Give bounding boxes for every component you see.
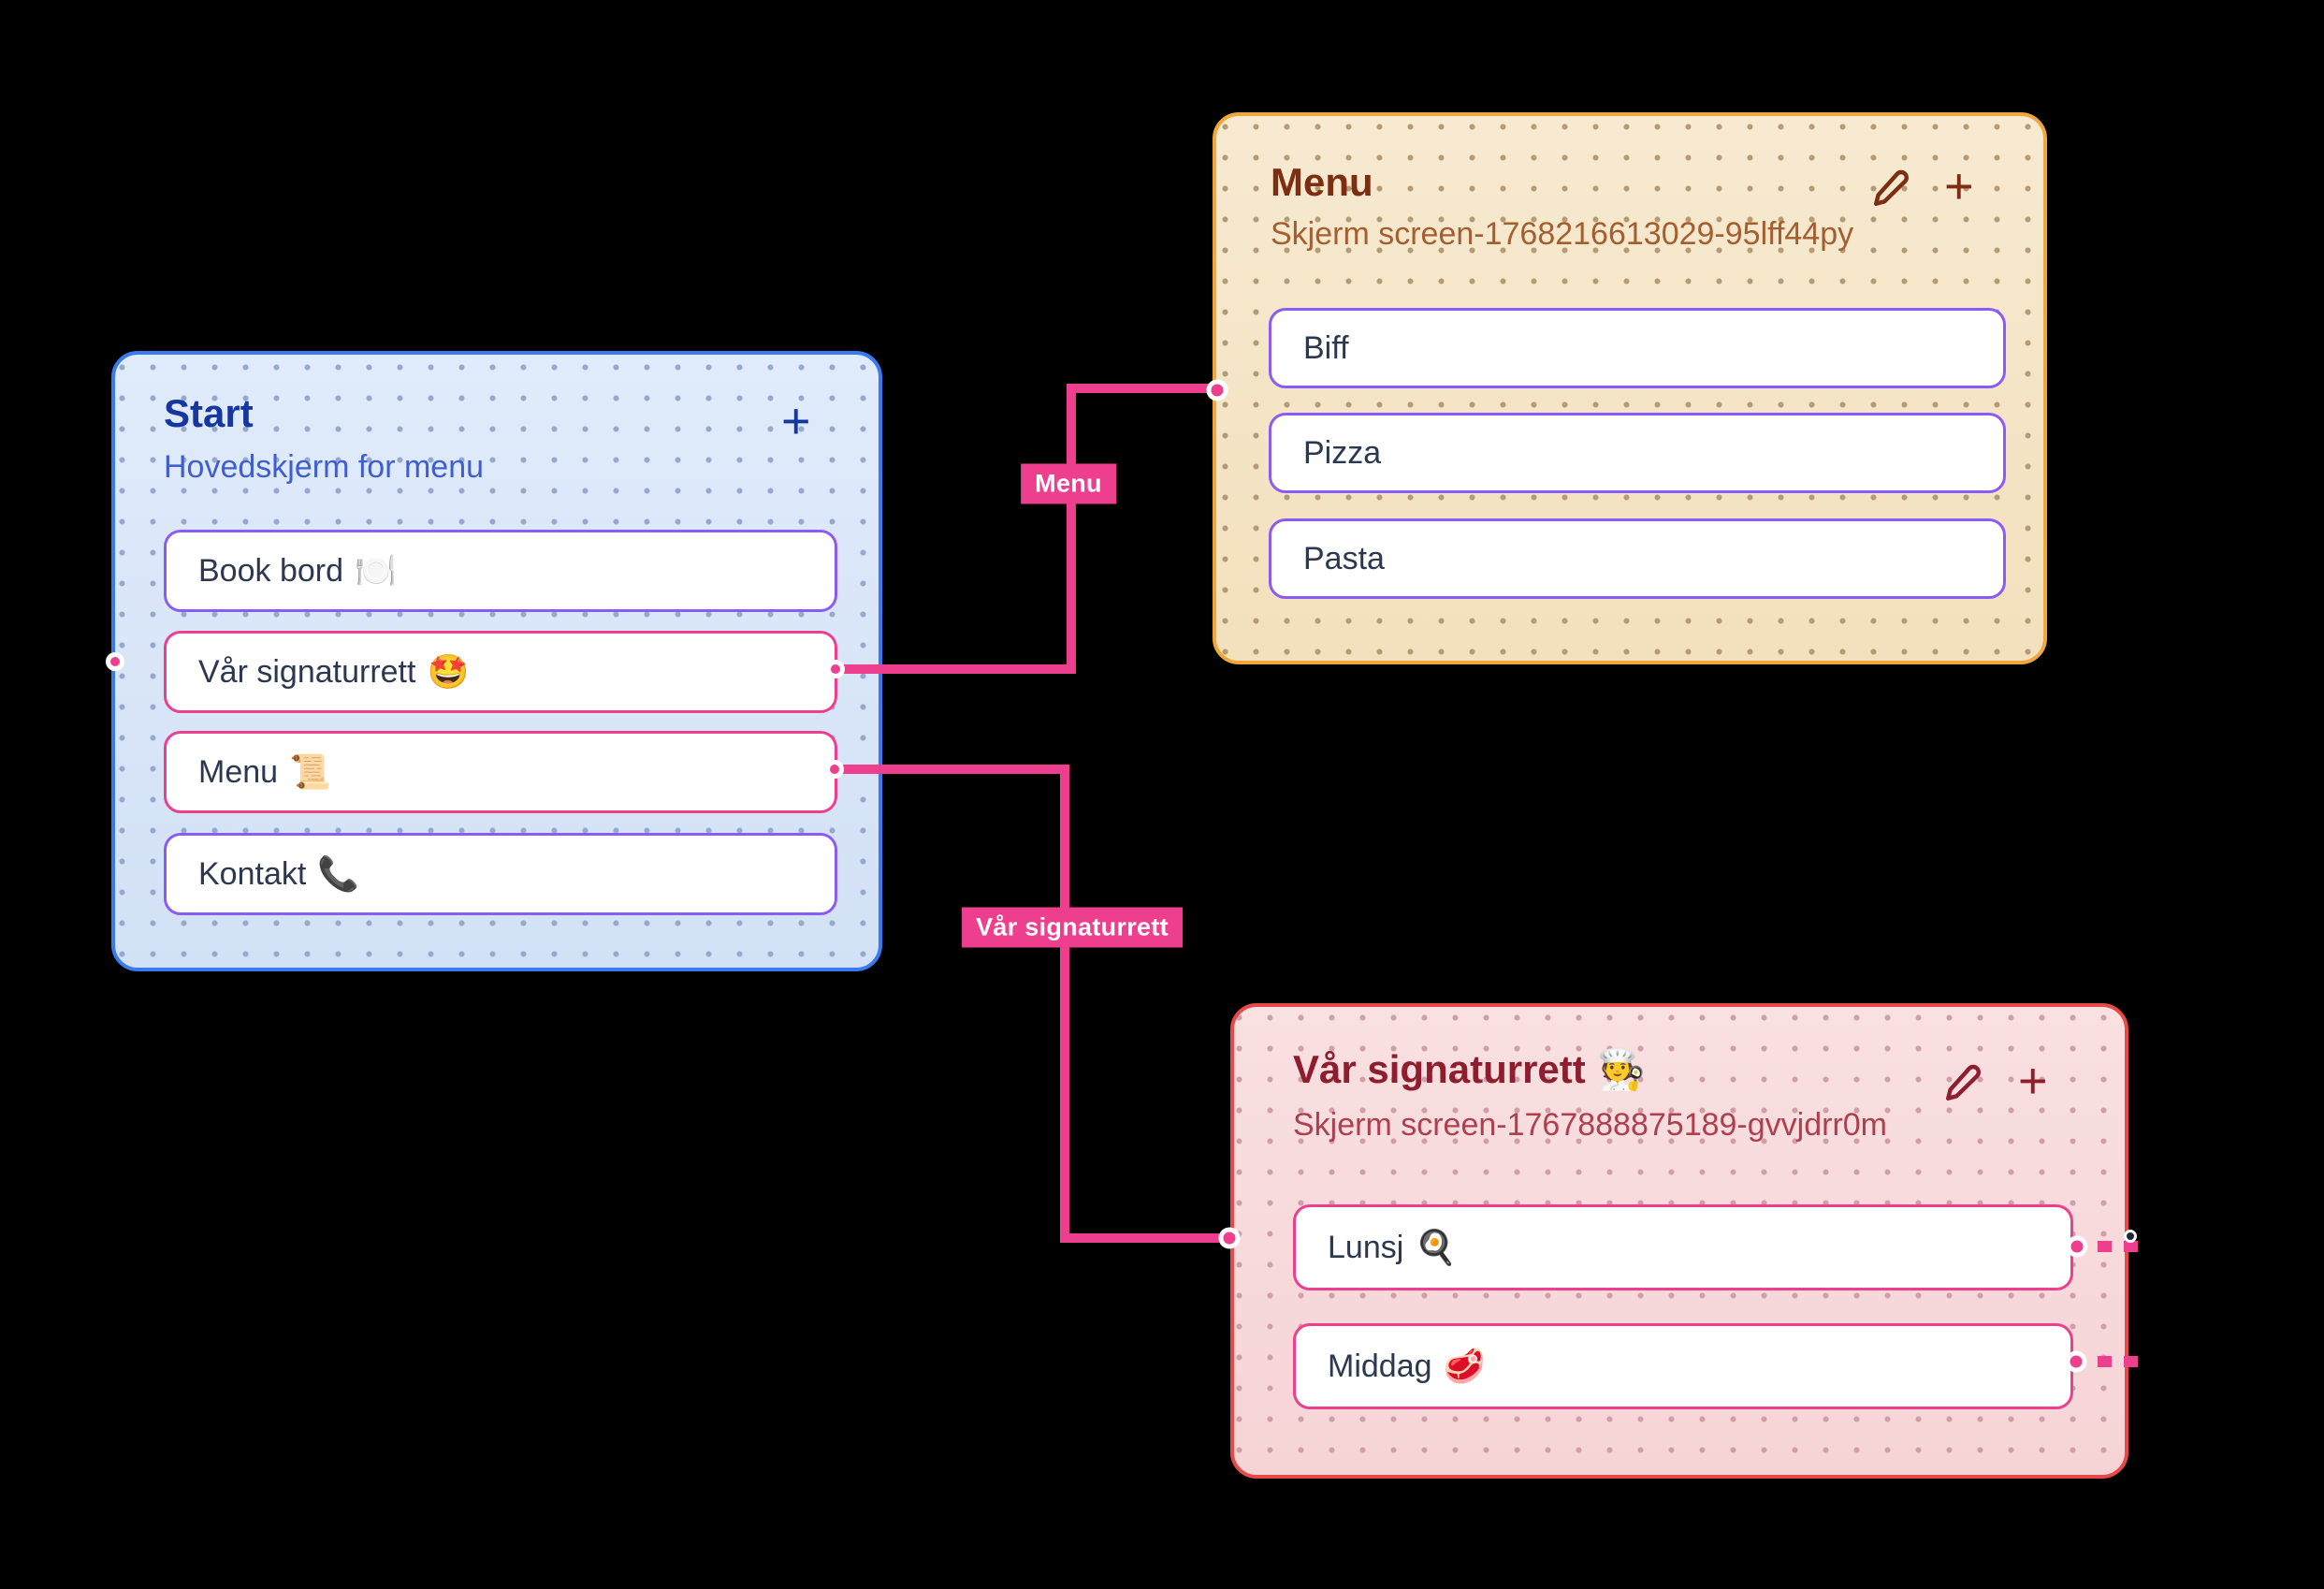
scroll-icon: 📜 (289, 752, 331, 791)
menu-button-pasta[interactable]: Pasta (1269, 518, 2006, 599)
edge-label-menu[interactable]: Menu (1021, 463, 1116, 504)
menu-node-title: Menu (1271, 160, 1373, 204)
menu-button-pizza[interactable]: Pizza (1269, 413, 2006, 493)
menu-title-text: Menu (1271, 160, 1373, 204)
edge-signature-segment-h2[interactable] (1060, 1233, 1234, 1243)
add-button[interactable]: + (781, 393, 811, 449)
pending-connection-dash (2098, 1356, 2112, 1367)
add-button[interactable]: + (2018, 1053, 2048, 1109)
button-label: Pizza (1303, 434, 1382, 471)
menu-button-biff[interactable]: Biff (1269, 308, 2006, 388)
signature-title-text: Vår signaturrett (1293, 1047, 1586, 1091)
signature-node-subtitle: Skjerm screen-1767888875189-gvvjdrr0m (1293, 1107, 1887, 1143)
chef-icon: 🧑‍🍳 (1596, 1047, 1647, 1091)
start-node-subtitle: Hovedskjerm for menu (164, 449, 485, 485)
edit-pencil-icon[interactable] (1869, 165, 1914, 210)
start-button-var-signaturrett[interactable]: Vår signaturrett 🤩 (164, 631, 837, 713)
button-label: Middag (1328, 1348, 1432, 1384)
add-button[interactable]: + (1944, 158, 1974, 214)
signature-button-middag[interactable]: Middag 🥩 (1293, 1323, 2073, 1409)
frying-pan-icon: 🍳 (1415, 1228, 1458, 1266)
pending-connection-dash (2124, 1356, 2138, 1367)
signature-node-title: Vår signaturrett 🧑‍🍳 (1293, 1047, 1647, 1091)
telephone-icon: 📞 (317, 854, 360, 893)
connection-drag-handle[interactable] (2124, 1230, 2137, 1243)
signature-node-input-port[interactable] (1218, 1227, 1241, 1249)
button-label: Book bord (198, 552, 343, 589)
menu-node-input-port[interactable] (1206, 379, 1228, 401)
button-label: Vår signaturrett (198, 653, 416, 690)
menu-node-subtitle: Skjerm screen-1768216613029-95lff44py (1271, 216, 1854, 252)
edge-signature-segment-h1[interactable] (838, 765, 1069, 774)
flow-node-var-signaturrett[interactable]: Vår signaturrett 🧑‍🍳 + Skjerm screen-176… (1230, 1003, 2128, 1479)
signature-button-lunsj[interactable]: Lunsj 🍳 (1293, 1204, 2073, 1290)
button-label: Kontakt (198, 855, 307, 892)
button-label: Menu (198, 753, 279, 790)
lunsj-button-output-port[interactable] (2066, 1235, 2088, 1258)
middag-button-output-port[interactable] (2065, 1350, 2087, 1373)
menu-button-output-port[interactable] (825, 760, 844, 779)
edit-pencil-icon[interactable] (1941, 1059, 1986, 1104)
button-label: Biff (1303, 329, 1349, 366)
start-button-menu[interactable]: Menu 📜 (164, 731, 837, 813)
edge-signature-segment-v[interactable] (1060, 765, 1069, 1243)
start-title-text: Start (164, 391, 254, 435)
flow-node-start[interactable]: Start + Hovedskjerm for menu Book bord 🍽… (111, 351, 882, 971)
var-signaturrett-button-output-port[interactable] (826, 660, 845, 678)
fork-knife-plate-icon: 🍽️ (355, 551, 397, 590)
pending-connection-dash (2124, 1241, 2138, 1252)
star-struck-face-icon: 🤩 (427, 652, 470, 691)
edge-menu-segment-h1[interactable] (838, 664, 1076, 674)
meat-icon: 🥩 (1443, 1347, 1486, 1385)
start-button-book-bord[interactable]: Book bord 🍽️ (164, 530, 837, 612)
edge-menu-segment-h2[interactable] (1067, 384, 1222, 393)
button-label: Pasta (1303, 540, 1385, 576)
start-node-title: Start (164, 391, 254, 435)
flow-node-menu[interactable]: Menu + Skjerm screen-1768216613029-95lff… (1213, 112, 2047, 664)
pending-connection-dash (2098, 1241, 2112, 1252)
edge-label-signature[interactable]: Vår signaturrett (962, 907, 1183, 948)
button-label: Lunsj (1328, 1229, 1404, 1265)
start-node-input-port[interactable] (106, 652, 124, 671)
edge-menu-segment-v[interactable] (1067, 384, 1076, 674)
start-button-kontakt[interactable]: Kontakt 📞 (164, 833, 837, 915)
